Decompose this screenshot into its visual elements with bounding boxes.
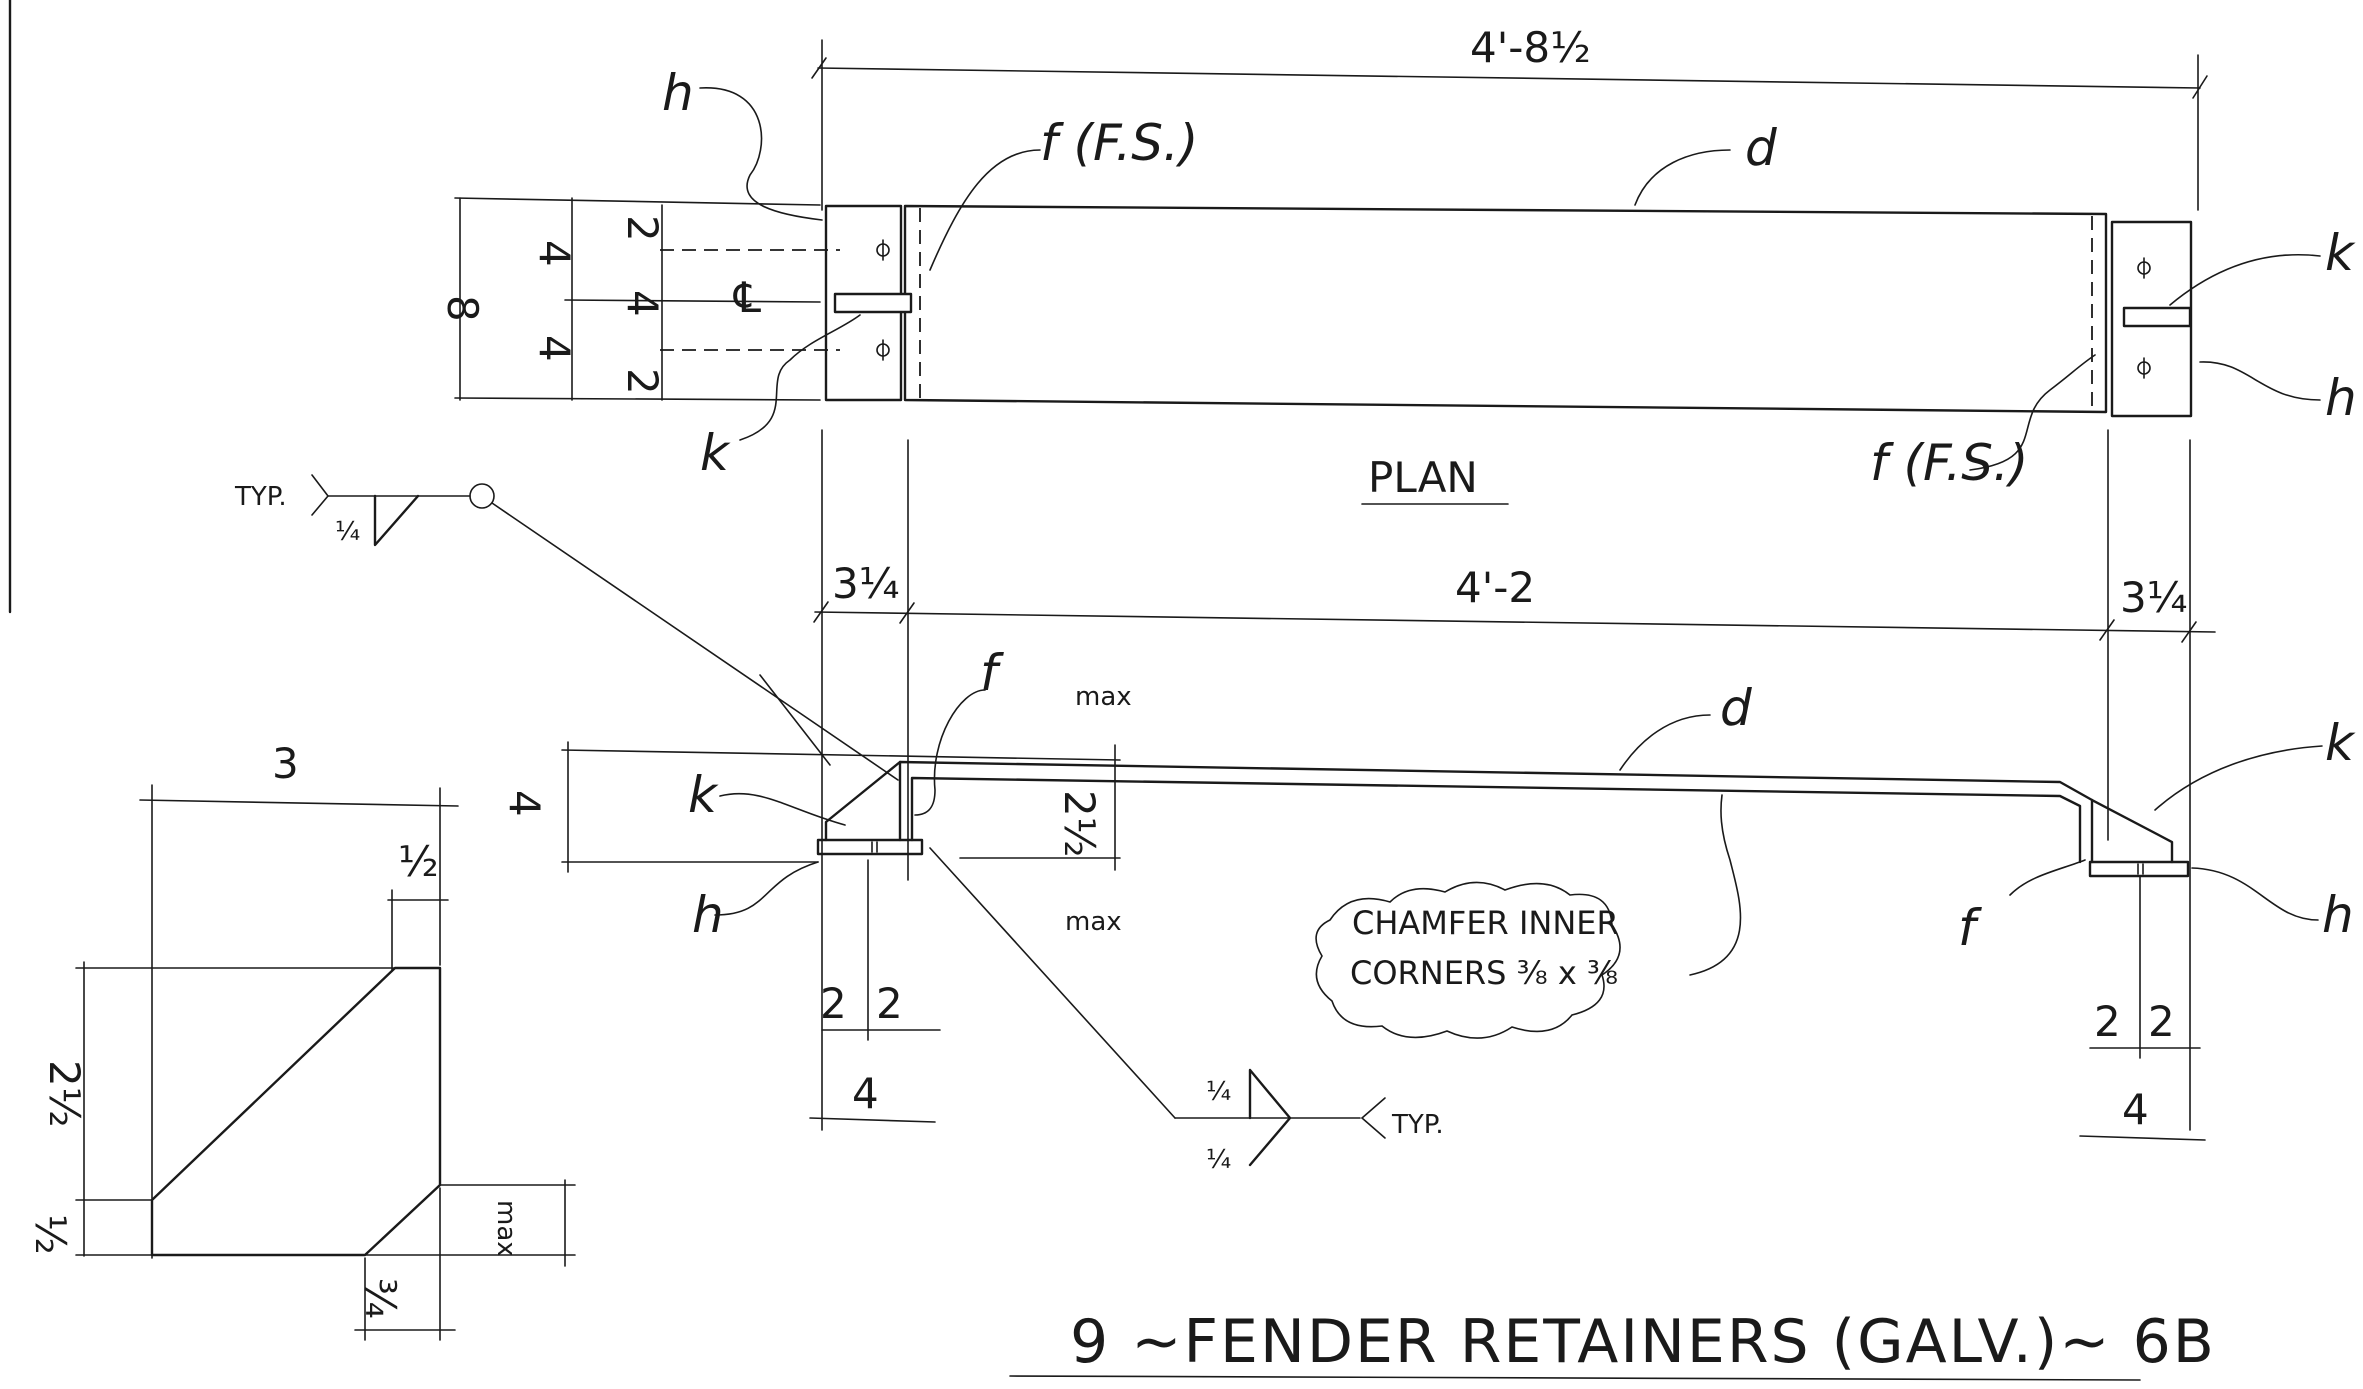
elev-left-base-plate xyxy=(816,838,924,856)
elev-callout-f: f xyxy=(980,644,1004,702)
plan-middle-label: 4 xyxy=(618,290,667,317)
plan-bottom-edge-label: 2 xyxy=(618,368,667,395)
elev-max-bottom: max xyxy=(1065,907,1122,937)
gusset-width-label: 3 xyxy=(272,739,299,788)
elev-right-bottom-a: 2 xyxy=(2094,997,2121,1046)
elev-left-bottom-b: 2 xyxy=(876,979,903,1028)
weld-upper-size: ¼ xyxy=(335,517,360,547)
elev-right-plate-label: 3¼ xyxy=(2120,573,2187,622)
centerline-symbol: ℄ xyxy=(733,273,761,322)
weld-symbol-upper: TYP. ¼ xyxy=(234,474,899,781)
plan-channel-body xyxy=(903,204,2108,414)
elev-callout-h-right: h xyxy=(2322,886,2354,944)
elev-callout-k-right: k xyxy=(2325,714,2356,772)
chamfer-note-cloud xyxy=(1315,881,1621,1039)
elev-callout-k-left: k xyxy=(688,766,719,824)
gusset-outline xyxy=(150,966,442,1257)
plan-callout-d-top: d xyxy=(1745,119,1777,177)
elev-max-top: max xyxy=(1075,682,1132,712)
gusset-top-offset-label: ½ xyxy=(398,837,439,886)
elev-thickness-label: 2½ xyxy=(1055,790,1104,857)
overall-length-label: 4'-8½ xyxy=(1470,23,1591,72)
plan-view: 4'-8½ 8 4 4 2 4 2 ℄ xyxy=(438,23,2357,505)
plan-top-edge-label: 2 xyxy=(618,215,667,242)
chamfer-note-line1: CHAMFER INNER xyxy=(1352,904,1619,942)
elev-span-label: 4'-2 xyxy=(1455,563,1535,612)
elev-callout-f-right: f xyxy=(1958,899,1982,957)
elev-channel-inner xyxy=(910,776,2082,864)
elev-left-plate-label: 3¼ xyxy=(832,559,899,608)
elev-channel-outer xyxy=(898,760,2094,864)
plan-callout-k-right: k xyxy=(2325,224,2356,282)
elev-callout-h-left: h xyxy=(692,886,724,944)
elev-right-bottom-total: 4 xyxy=(2122,1085,2149,1134)
elev-right-gusset xyxy=(2090,798,2174,864)
weld-all-around-icon xyxy=(469,483,495,509)
elev-weld-marks xyxy=(871,841,2144,875)
elevation-view: 3¼ 4'-2 3¼ 4 2½ max max 2 xyxy=(500,429,2356,1141)
elev-right-base-plate xyxy=(2088,860,2190,878)
plan-callout-f-top: f (F.S.) xyxy=(1040,114,1198,172)
gusset-bottom-offset-label: ¾ xyxy=(356,1278,405,1319)
gusset-bottom-edge-label: ½ xyxy=(26,1214,75,1255)
elev-left-bottom-total: 4 xyxy=(852,1069,879,1118)
plan-callout-h-top: h xyxy=(662,64,694,122)
elev-height-label: 4 xyxy=(500,790,549,817)
drawing-title: 9 ~FENDER RETAINERS (GALV.)~ 6B xyxy=(1070,1307,2216,1377)
weld-lower-size-top: ¼ xyxy=(1206,1077,1231,1107)
gusset-chamfer-vertical-label: max xyxy=(491,1200,521,1257)
plan-callout-f-right: f (F.S.) xyxy=(1870,434,2028,492)
gusset-height-label: 2½ xyxy=(40,1060,89,1127)
plan-left-gusset xyxy=(833,292,913,314)
plan-callout-h-right: h xyxy=(2325,369,2357,427)
elev-left-bottom-a: 2 xyxy=(820,979,847,1028)
weld-upper-tail: TYP. xyxy=(234,482,287,512)
weld-lower-size-bottom: ¼ xyxy=(1206,1145,1231,1175)
overall-dimension-line xyxy=(817,67,2201,89)
plan-callout-k-left: k xyxy=(700,424,731,482)
plan-upper-half-label: 4 xyxy=(530,240,579,267)
plan-height-label: 8 xyxy=(438,295,487,322)
weld-symbol-lower: TYP. ¼ ¼ xyxy=(929,847,1444,1175)
title-block: 9 ~FENDER RETAINERS (GALV.)~ 6B xyxy=(1009,1307,2216,1381)
weld-lower-tail: TYP. xyxy=(1391,1110,1444,1140)
elev-right-bottom-b: 2 xyxy=(2148,997,2175,1046)
plan-view-label: PLAN xyxy=(1368,453,1478,502)
chamfer-note-line2: CORNERS ⅜ x ⅜ xyxy=(1350,954,1618,992)
plan-bolt-holes xyxy=(876,239,2151,379)
plan-right-gusset xyxy=(2122,306,2192,328)
gusset-detail: 3 ½ 2½ ½ max ¾ xyxy=(26,739,576,1341)
elev-callout-d: d xyxy=(1720,679,1752,737)
plan-lower-half-label: 4 xyxy=(530,335,579,362)
elev-left-gusset xyxy=(824,760,902,842)
